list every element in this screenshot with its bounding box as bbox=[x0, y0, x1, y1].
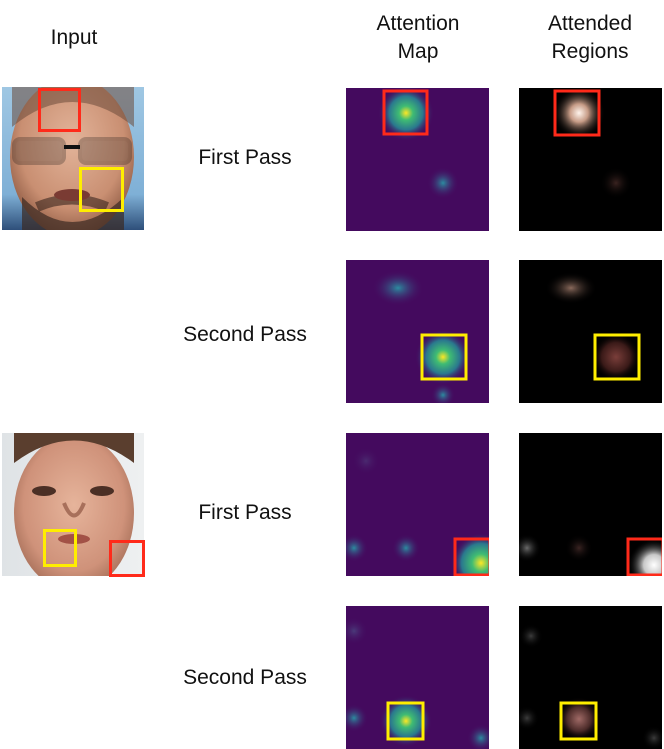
input-box-yellow-2 bbox=[43, 529, 77, 567]
input-face-1 bbox=[2, 87, 144, 230]
attention-map-1 bbox=[346, 88, 489, 231]
header-attended-regions-line2: Regions bbox=[551, 40, 629, 63]
row-label-3: First Pass bbox=[198, 501, 292, 524]
header-attended-regions: Attended Regions bbox=[515, 10, 664, 66]
input-face-2 bbox=[2, 433, 144, 576]
input-box-red-1 bbox=[38, 88, 81, 132]
header-input: Input bbox=[50, 26, 98, 49]
header-attention-map-line1: Attention bbox=[376, 12, 460, 35]
input-box-red-2 bbox=[109, 540, 145, 577]
header-attention-map-line2: Map bbox=[397, 40, 439, 63]
input-box-yellow-1 bbox=[79, 167, 124, 212]
row-label-2: Second Pass bbox=[183, 323, 307, 346]
header-attended-regions-line1: Attended bbox=[547, 12, 633, 35]
attended-regions-3 bbox=[519, 433, 662, 576]
header-attention-map: Attention Map bbox=[343, 10, 493, 66]
attended-regions-2 bbox=[519, 260, 662, 403]
attention-map-4 bbox=[346, 606, 489, 749]
attention-map-3 bbox=[346, 433, 489, 576]
attended-regions-1 bbox=[519, 88, 662, 231]
attended-regions-4 bbox=[519, 606, 662, 749]
row-label-1: First Pass bbox=[198, 146, 292, 169]
row-label-4: Second Pass bbox=[183, 666, 307, 689]
attention-map-2 bbox=[346, 260, 489, 403]
